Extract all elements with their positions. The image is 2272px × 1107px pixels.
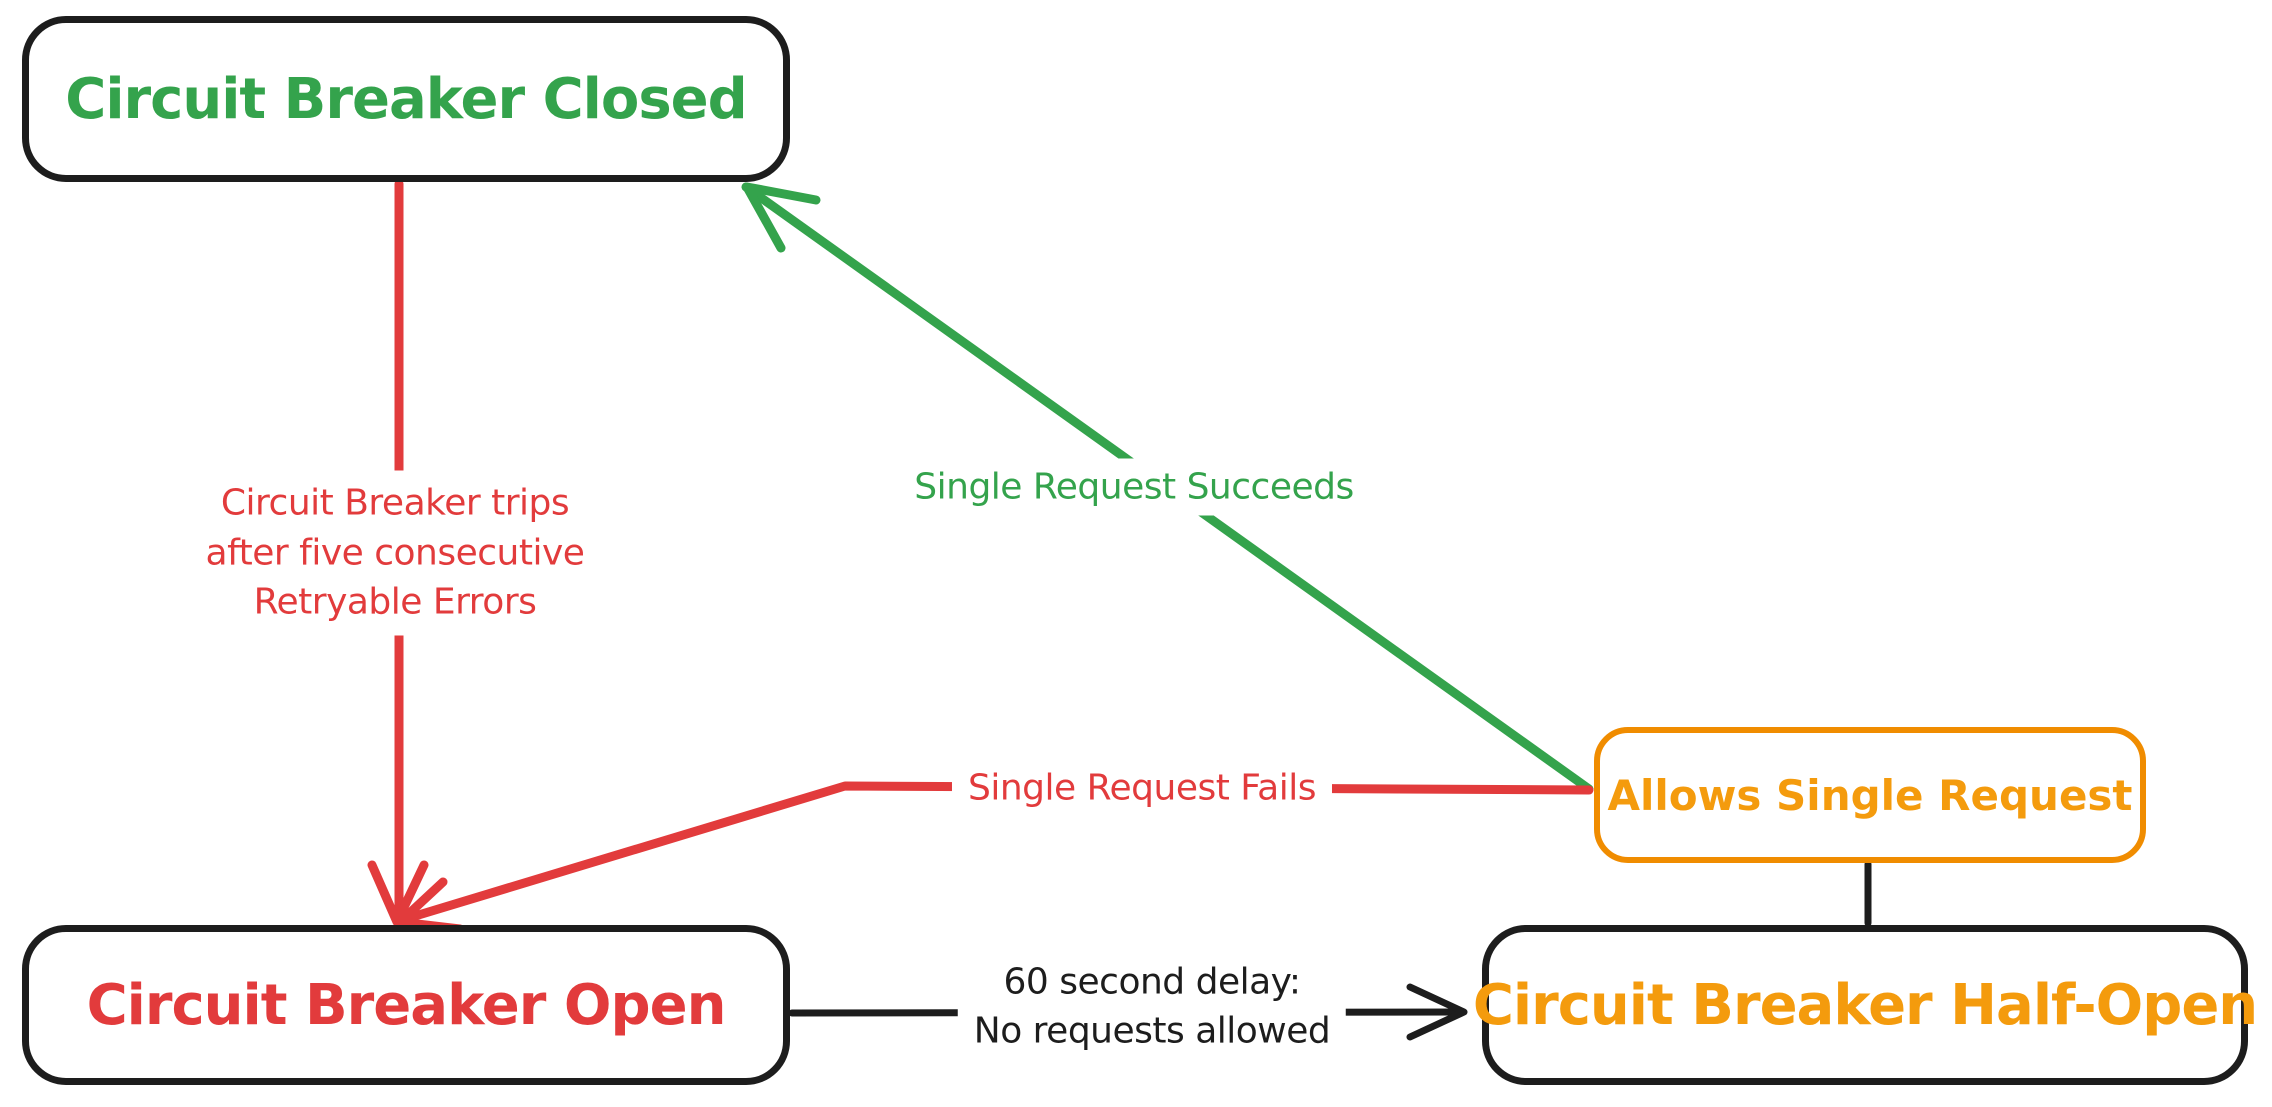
node-allows-single-request: Allows Single Request	[1594, 727, 2146, 863]
node-circuit-breaker-closed-label: Circuit Breaker Closed	[65, 66, 747, 132]
edge-label-trip-line3: Retryable Errors	[253, 581, 537, 623]
delay-arrowhead	[1406, 983, 1468, 1041]
node-circuit-breaker-closed: Circuit Breaker Closed	[22, 16, 790, 182]
node-circuit-breaker-open: Circuit Breaker Open	[22, 925, 790, 1085]
edge-label-succeeds: Single Request Succeeds	[898, 458, 1370, 516]
node-circuit-breaker-half-open: Circuit Breaker Half-Open	[1473, 925, 2258, 1085]
edge-label-trip-line2: after five consecutive	[205, 532, 585, 574]
node-allows-single-request-label: Allows Single Request	[1607, 770, 2133, 820]
edge-label-trip-line1: Circuit Breaker trips	[220, 482, 570, 524]
node-circuit-breaker-open-label: Circuit Breaker Open	[86, 972, 727, 1038]
edge-label-trip: Circuit Breaker trips after five consecu…	[189, 470, 601, 636]
edge-label-fails: Single Request Fails	[951, 759, 1333, 817]
edge-label-delay: 60 second delay: No requests allowed	[957, 950, 1347, 1064]
fails-line	[397, 781, 1594, 925]
edge-label-delay-line2: No requests allowed	[973, 1010, 1331, 1051]
edge-label-delay-line1: 60 second delay:	[1003, 961, 1301, 1003]
node-circuit-breaker-half-open-label: Circuit Breaker Half-Open	[1472, 972, 2258, 1038]
succeeds-arrowhead	[742, 182, 821, 253]
